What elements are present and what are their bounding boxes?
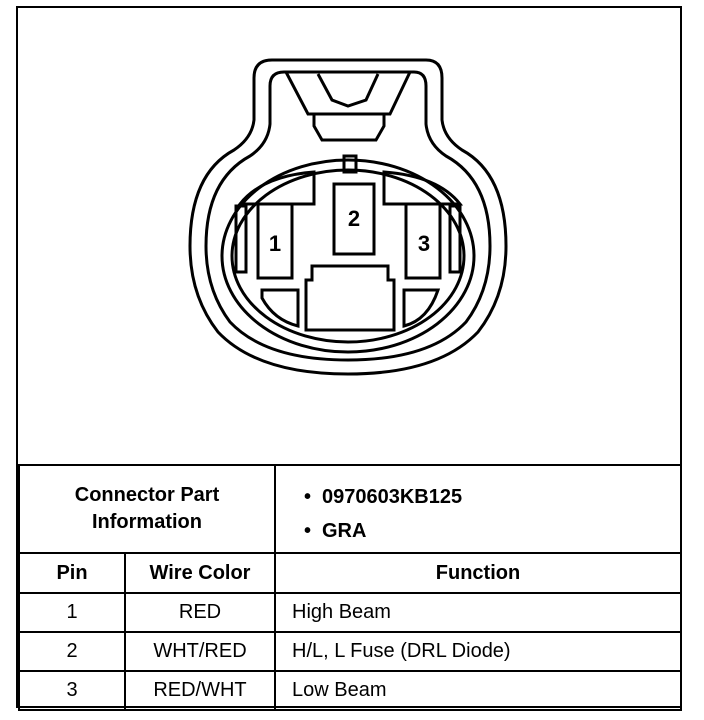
table-header-row: Pin Wire Color Function [18,552,682,594]
color-code-item: • GRA [304,514,680,548]
connector-part-label-line1: Connector Part [74,484,220,506]
pin-cavity-3 [404,202,442,280]
header-pin: Pin [18,552,126,594]
connector-part-values: • 0970603KB125 • GRA [274,464,682,554]
pinout-table: Connector Part Information • 0970603KB125… [18,464,682,711]
row-wire-color: RED/WHT [124,670,276,711]
connector-info-row: Connector Part Information • 0970603KB125… [18,464,682,554]
row-pin: 2 [18,631,126,672]
locking-tab [284,71,412,116]
connector-part-label-line2: Information [92,511,202,533]
part-number: 0970603KB125 [322,486,463,508]
row-wire-color: WHT/RED [124,631,276,672]
pin-cavity-2 [332,182,376,256]
pin-label-1: 1 [269,231,281,256]
pin-label-3: 3 [418,231,430,256]
table-row: 3 RED/WHT Low Beam [18,670,682,711]
connector-diagram: 1 2 3 [18,8,684,466]
header-wire-color: Wire Color [124,552,276,594]
header-function: Function [274,552,682,594]
color-code: GRA [322,520,367,542]
connector-sheet: 1 2 3 Connector Part Information • 097060… [16,6,684,711]
row-function: Low Beam [274,670,682,711]
bottom-key [304,264,396,332]
connector-part-label: Connector Part Information [18,464,276,554]
row-function: H/L, L Fuse (DRL Diode) [274,631,682,672]
table-row: 2 WHT/RED H/L, L Fuse (DRL Diode) [18,631,682,672]
part-number-item: • 0970603KB125 [304,480,680,514]
row-function: High Beam [274,592,682,633]
cavity-ring-inner [230,168,466,344]
cavity-ring-outer [220,158,476,354]
bullet-icon: • [304,520,312,542]
pin-label-2: 2 [348,206,360,231]
row-pin: 3 [18,670,126,711]
pin-cavity-1 [256,202,294,280]
row-pin: 1 [18,592,126,633]
connector-housing-inner [204,70,492,362]
bullet-icon: • [304,486,312,508]
connector-face-drawing: 1 2 3 [188,58,508,376]
table-row: 1 RED High Beam [18,592,682,633]
key-slot [342,154,358,174]
row-wire-color: RED [124,592,276,633]
connector-housing-outer [188,58,508,376]
